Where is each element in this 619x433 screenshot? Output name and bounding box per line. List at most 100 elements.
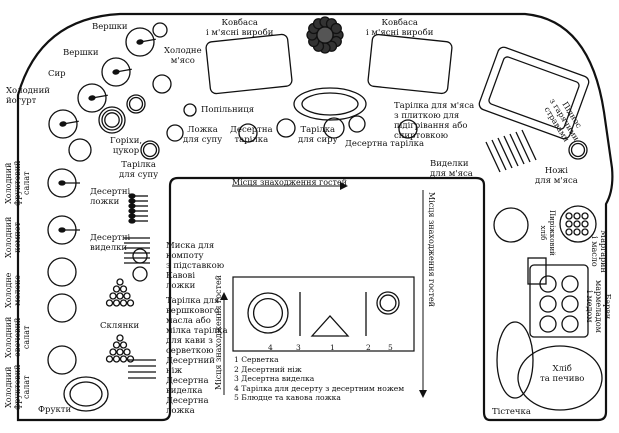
ashtray — [183, 103, 197, 117]
sugar-bowl — [126, 94, 146, 114]
glass — [123, 348, 131, 356]
soup-plate-rim — [142, 142, 158, 158]
cream-plate — [125, 27, 155, 57]
flower-center — [316, 26, 334, 44]
dessert-plate — [238, 123, 258, 143]
label-khlib: Хліб та печиво — [540, 364, 585, 384]
dessert-plate-2 — [276, 118, 296, 138]
label-vershky-2: Вершки — [63, 48, 99, 58]
cream-plate — [48, 109, 78, 139]
napkin — [310, 315, 350, 337]
soup-plate-stack-rim — [104, 112, 120, 128]
glass — [109, 292, 117, 300]
soup-plate-stack-outer — [98, 106, 126, 134]
label-barvy-marmelad: Барви мармеладом і медом — [585, 280, 612, 333]
label-desertni-vydelky: Десертні виделки — [90, 233, 131, 253]
dish-spoon-bowl — [58, 227, 66, 233]
center-oval-plate — [293, 87, 367, 121]
legend-item: 5 Блюдце та кавова ложка — [234, 393, 341, 402]
label-skliankы: Склянки — [100, 321, 140, 331]
sausage-tray-right — [367, 33, 453, 95]
meat-plate — [568, 140, 588, 160]
label-kholodnyi-yogurt: Холодний йогурт — [6, 86, 50, 106]
glass — [116, 278, 124, 286]
place-number-2: 2 — [366, 343, 371, 352]
tistechka-plate — [493, 207, 529, 243]
margarine-portion — [573, 212, 581, 220]
hot-dish-tray — [478, 46, 590, 140]
glass — [126, 355, 135, 363]
label-tistechka: Тістечка — [492, 407, 531, 417]
center-oval-plate-rim — [301, 92, 359, 116]
margarine-portion — [581, 220, 589, 228]
cold-meat-bowl — [152, 74, 172, 94]
meat-fork — [509, 133, 525, 165]
meat-fork — [497, 137, 513, 169]
meat-fork — [503, 135, 519, 167]
serving-spoon-bowl — [59, 121, 67, 127]
hot-dish-tray-inner — [488, 56, 580, 130]
place-number-4: 4 — [268, 343, 273, 352]
buffet-table-outline — [16, 12, 614, 422]
meat-fork — [521, 129, 537, 161]
label-mistse-hostei-top: Місця знаходження гостей — [232, 178, 348, 187]
soup-spoon-plate — [166, 124, 184, 142]
label-kovbasa-left: Ковбаса і м'ясні вироби — [206, 18, 274, 38]
meat-fork — [515, 131, 531, 163]
label-pyrizhkovyi: Пиріжковий хліб — [539, 210, 556, 256]
label-left-1: Холодний фруктовий салат — [4, 160, 31, 207]
place-number-1: 1 — [330, 343, 335, 352]
glass — [112, 285, 121, 293]
label-left-3: Холодне молоко — [4, 272, 22, 308]
jam-dish — [539, 315, 557, 333]
label-desertna-tarilka: Десертна тарілка — [230, 125, 273, 145]
margarine-portion — [565, 220, 573, 228]
label-tarilka-vershkovoho: Тарілка для вершкового масла або мілка т… — [166, 296, 228, 416]
label-kholodne-miaso: Холодне м'ясо — [164, 46, 202, 66]
meat-plate-rim — [570, 142, 586, 158]
margarine-portion — [565, 228, 573, 236]
flower-petal — [330, 22, 342, 35]
bread-basket — [517, 345, 603, 411]
glass — [116, 334, 124, 342]
glass — [109, 348, 117, 356]
label-vershky-top: Вершки — [92, 22, 128, 32]
saucer — [376, 291, 400, 315]
fruit-platter-rim — [69, 381, 103, 407]
legend-item: 3 Десертна виделка — [234, 374, 315, 383]
glass — [116, 292, 124, 300]
dessert-spoon-bowl — [128, 218, 136, 224]
compote-bowl — [132, 248, 148, 264]
cold-dish-plate — [47, 345, 77, 375]
label-myska-kompot: Миска для компоту з підставкою Кавові ло… — [166, 241, 225, 291]
soup-plate-stack — [101, 109, 123, 131]
glass — [119, 285, 128, 293]
label-tarilka-dlia-supu: Тарілка для супу — [119, 160, 159, 180]
glass — [119, 341, 128, 349]
label-vydelky-dlia-miasa: Виделки для м'яса — [430, 159, 473, 179]
cake-platter — [496, 321, 534, 399]
glass — [123, 292, 131, 300]
sausage-tray-left — [205, 33, 293, 95]
label-kovbasa-right: Ковбаса і м'ясні вироби — [366, 18, 434, 38]
label-left-5: Холодний фруктовий салат — [4, 364, 31, 411]
label-syr: Сир — [48, 69, 66, 79]
dessert-spoon-bowl — [128, 213, 136, 219]
glass — [105, 355, 114, 363]
yogurt-plate — [68, 138, 92, 162]
bread-stack — [527, 257, 547, 285]
compote-bowl-2 — [132, 266, 148, 282]
margarine-portion — [581, 228, 589, 236]
cream-plate — [101, 57, 131, 87]
label-desertni-lozhky: Десертні ложки — [90, 187, 131, 207]
glass — [112, 299, 121, 307]
glass — [119, 355, 128, 363]
jam-tray — [529, 264, 589, 338]
label-nozhi-dlia-miasa: Ножі для м'яса — [535, 166, 578, 186]
dessert-plate-setting-rim — [252, 297, 284, 329]
label-desertna-tarilka-2: Десертна тарілка — [345, 139, 425, 149]
saucer-rim — [379, 294, 397, 312]
place-setting-box — [232, 276, 415, 352]
